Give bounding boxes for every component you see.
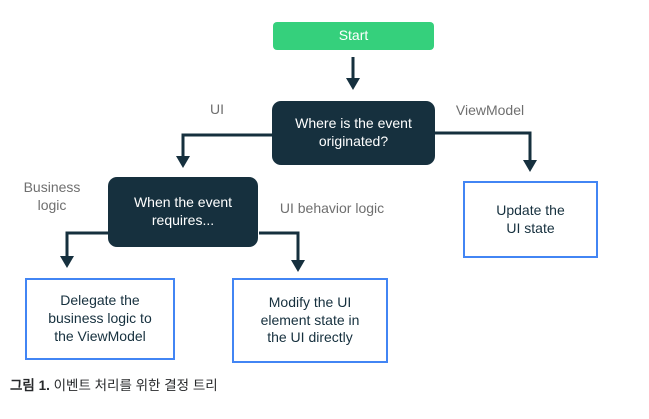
arrow-origin-to-update bbox=[435, 131, 537, 172]
figure-caption: 그림 1. 이벤트 처리를 위한 결정 트리 bbox=[10, 374, 218, 394]
node-modify-ui-element: Modify the UI element state in the UI di… bbox=[232, 278, 388, 363]
edge-label-ui-behavior-logic: UI behavior logic bbox=[279, 200, 385, 216]
figure-caption-number: 그림 1. bbox=[10, 378, 50, 393]
arrow-start-to-origin bbox=[346, 57, 360, 90]
arrow-requires-to-modify bbox=[259, 231, 305, 272]
node-event-requires-decision: When the event requires... bbox=[108, 177, 258, 247]
figure-caption-text: 이벤트 처리를 위한 결정 트리 bbox=[49, 378, 218, 393]
node-delegate-business-logic: Delegate the business logic to the ViewM… bbox=[25, 278, 175, 360]
node-event-origin-decision: Where is the event originated? bbox=[272, 101, 435, 165]
node-start: Start bbox=[273, 22, 434, 50]
arrow-origin-to-requires bbox=[176, 133, 272, 168]
arrow-requires-to-delegate bbox=[60, 231, 108, 268]
edge-label-ui: UI bbox=[210, 101, 224, 117]
node-update-ui-state: Update the UI state bbox=[463, 181, 598, 258]
edge-label-business-logic: Business logic bbox=[23, 179, 81, 213]
edge-label-viewmodel: ViewModel bbox=[455, 102, 525, 118]
